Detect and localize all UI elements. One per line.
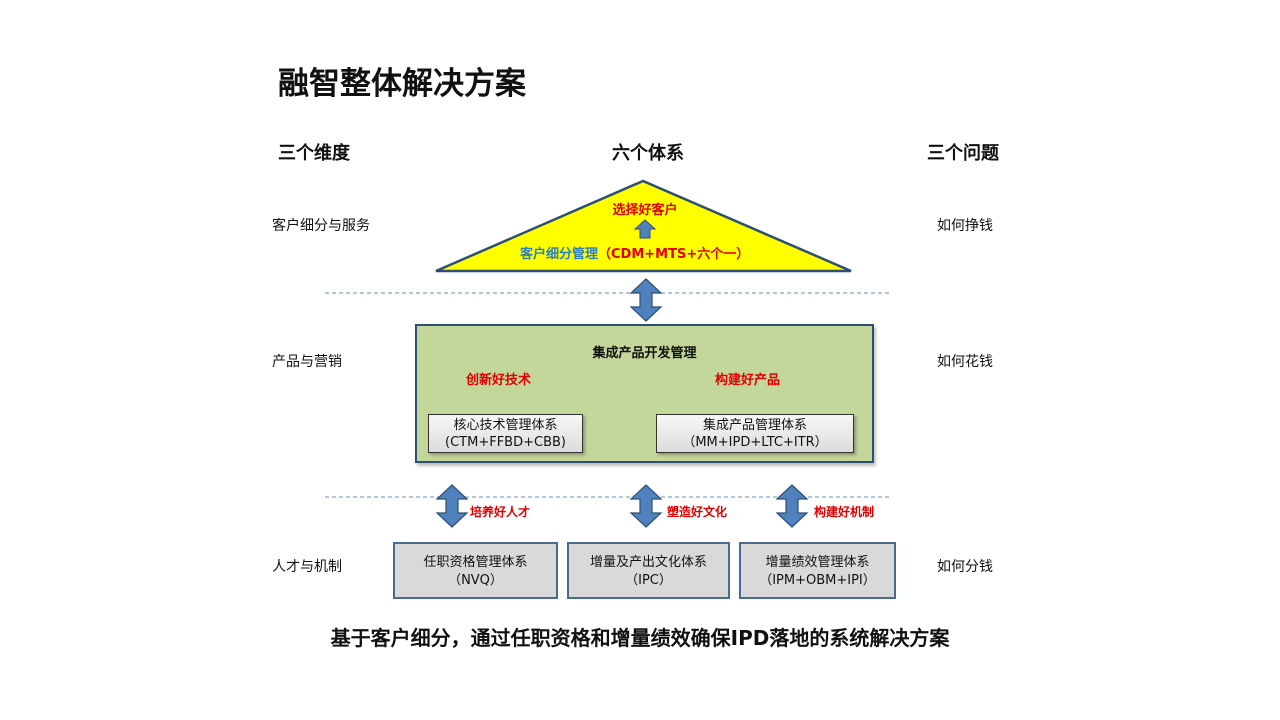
link-talent: 培养好人才 [470,505,531,519]
double-arrow-roof-panel [629,278,663,322]
roof-up-arrow [633,219,657,239]
header-systems: 六个体系 [612,143,684,164]
core-tech-system-box: 核心技术管理体系 (CTM+FFBD+CBB) [428,414,583,453]
goal-technology: 创新好技术 [466,373,532,388]
integrated-product-system-name: 集成产品管理体系 [702,418,807,433]
roof-system-name: 客户细分管理 [520,247,599,262]
roof-system-detail: （CDM+MTS+六个一） [598,247,750,262]
page-title: 融智整体解决方案 [278,66,526,102]
question-distribute: 如何分钱 [937,559,993,575]
integrated-product-system-box: 集成产品管理体系 （MM+IPD+LTC+ITR） [656,414,854,453]
ipd-panel-title: 集成产品开发管理 [592,346,697,361]
double-arrow-talent [435,484,469,528]
dimension-product: 产品与营销 [272,354,342,370]
qualification-system-name: 任职资格管理体系 [423,555,528,570]
roof-goal: 选择好客户 [612,203,678,218]
integrated-product-system-detail: （MM+IPD+LTC+ITR） [682,435,828,450]
link-mechanism: 构建好机制 [814,505,875,519]
performance-system-name: 增量绩效管理体系 [765,555,870,570]
question-earn: 如何挣钱 [937,218,993,234]
core-tech-system-detail: (CTM+FFBD+CBB) [445,435,566,450]
goal-product: 构建好产品 [715,373,781,388]
culture-system-name: 增量及产出文化体系 [589,555,707,570]
core-tech-system-name: 核心技术管理体系 [453,418,558,433]
qualification-system-box: 任职资格管理体系 （NVQ） [393,542,558,599]
header-dimensions: 三个维度 [278,143,350,164]
link-culture: 塑造好文化 [667,505,728,519]
summary-statement: 基于客户细分，通过任职资格和增量绩效确保IPD落地的系统解决方案 [330,626,950,650]
double-arrow-mechanism [775,484,809,528]
header-questions: 三个问题 [927,143,999,164]
qualification-system-detail: （NVQ） [448,573,503,588]
roof-system: 客户细分管理（CDM+MTS+六个一） [520,243,749,262]
dimension-talent: 人才与机制 [272,559,342,575]
double-arrow-culture [629,484,663,528]
performance-system-box: 增量绩效管理体系 （IPM+OBM+IPI） [739,542,896,599]
culture-system-detail: （IPC） [625,573,672,588]
question-spend: 如何花钱 [937,354,993,370]
culture-system-box: 增量及产出文化体系 （IPC） [567,542,730,599]
dimension-customer: 客户细分与服务 [272,218,370,234]
performance-system-detail: （IPM+OBM+IPI） [759,573,876,588]
